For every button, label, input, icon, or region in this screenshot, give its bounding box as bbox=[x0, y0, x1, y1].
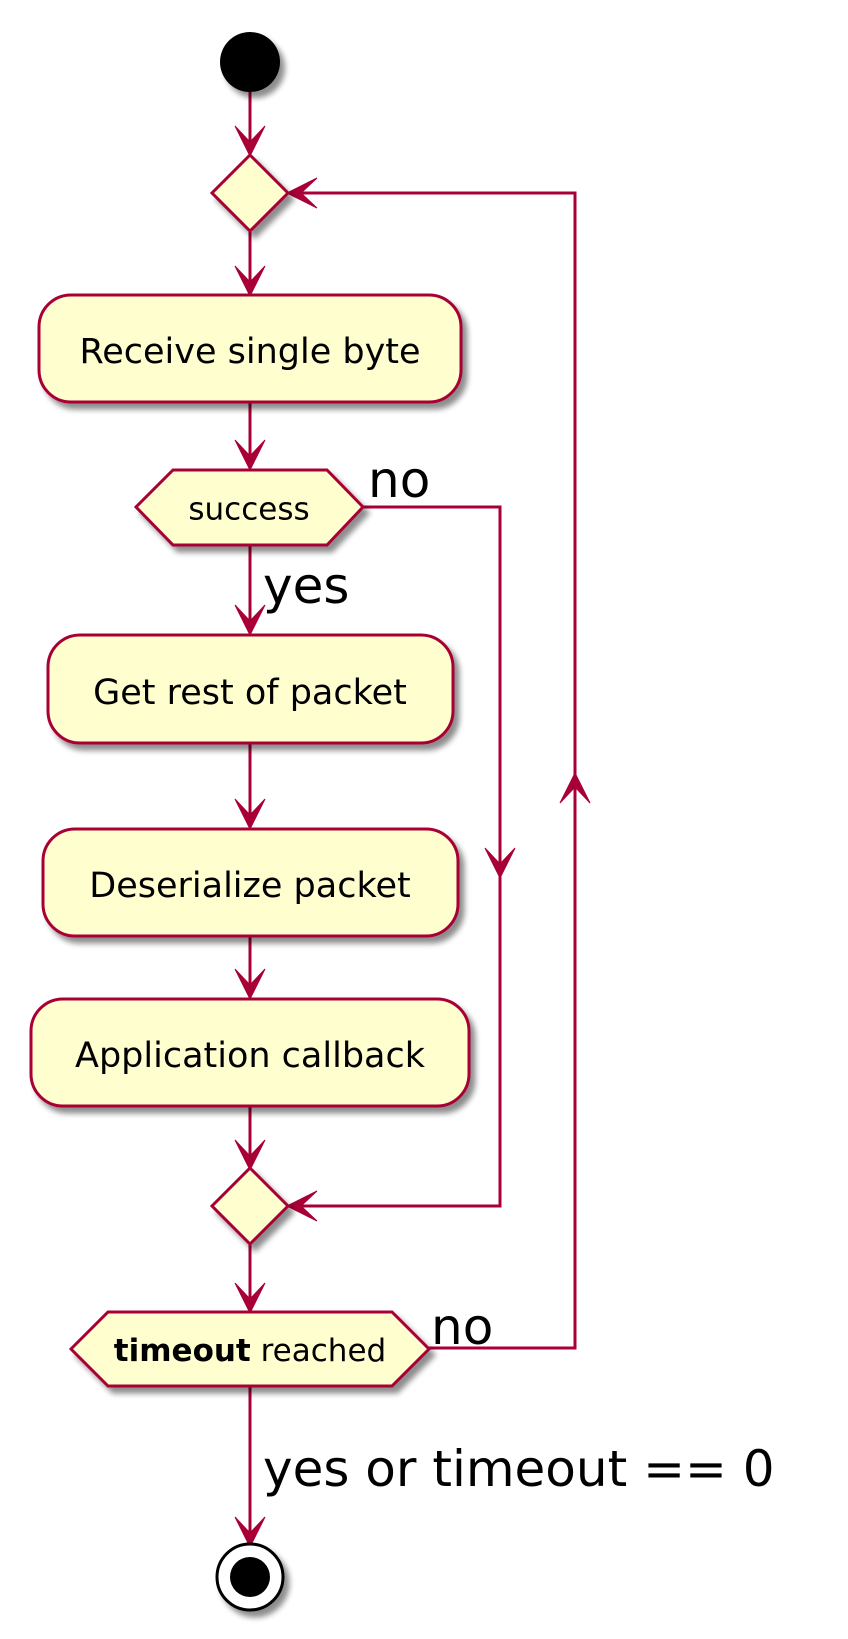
start-node bbox=[220, 32, 280, 92]
activity-receive-box bbox=[37, 293, 463, 404]
timeout-decision bbox=[68, 1310, 432, 1388]
arrowhead bbox=[234, 1516, 266, 1549]
activity-get-rest-label: Get rest of packet bbox=[93, 673, 407, 713]
activity-deserialize-box bbox=[41, 827, 460, 938]
branch-merge-diamond bbox=[209, 1165, 291, 1247]
success-no-label: no bbox=[368, 451, 430, 509]
arrowhead bbox=[234, 798, 266, 831]
arrowhead bbox=[234, 1139, 266, 1172]
loop-merge-diamond bbox=[209, 152, 291, 234]
timeout-decision-label: timeout reached bbox=[114, 1333, 386, 1369]
timeout-reached-text: reached bbox=[251, 1333, 386, 1369]
stop-node bbox=[215, 1542, 285, 1612]
success-yes-label: yes bbox=[263, 557, 349, 615]
arrowhead bbox=[559, 771, 591, 804]
arrowhead bbox=[285, 177, 318, 209]
arrowhead bbox=[234, 439, 266, 472]
arrowhead bbox=[285, 1190, 318, 1222]
arrowhead bbox=[234, 265, 266, 298]
arrowhead bbox=[234, 968, 266, 1001]
edge-timeout-no-loop bbox=[287, 191, 577, 1350]
arrowhead bbox=[484, 847, 516, 880]
arrowhead bbox=[234, 604, 266, 637]
success-decision-label: success bbox=[188, 492, 309, 528]
timeout-keyword: timeout bbox=[114, 1333, 251, 1369]
activity-deserialize-label: Deserialize packet bbox=[89, 866, 410, 906]
connectors bbox=[248, 91, 577, 1545]
edge-success-no bbox=[287, 505, 502, 1208]
timeout-no-label: no bbox=[431, 1298, 493, 1356]
activity-get-rest-box bbox=[46, 633, 455, 745]
arrowhead bbox=[234, 125, 266, 158]
timeout-yes-label: yes or timeout == 0 bbox=[263, 1440, 775, 1498]
success-decision bbox=[133, 468, 366, 547]
arrowheads bbox=[234, 125, 591, 1549]
activity-callback-label: Application callback bbox=[75, 1036, 426, 1076]
arrowhead bbox=[234, 1282, 266, 1315]
activity-callback-box bbox=[29, 997, 471, 1108]
activity-receive-label: Receive single byte bbox=[79, 332, 420, 372]
